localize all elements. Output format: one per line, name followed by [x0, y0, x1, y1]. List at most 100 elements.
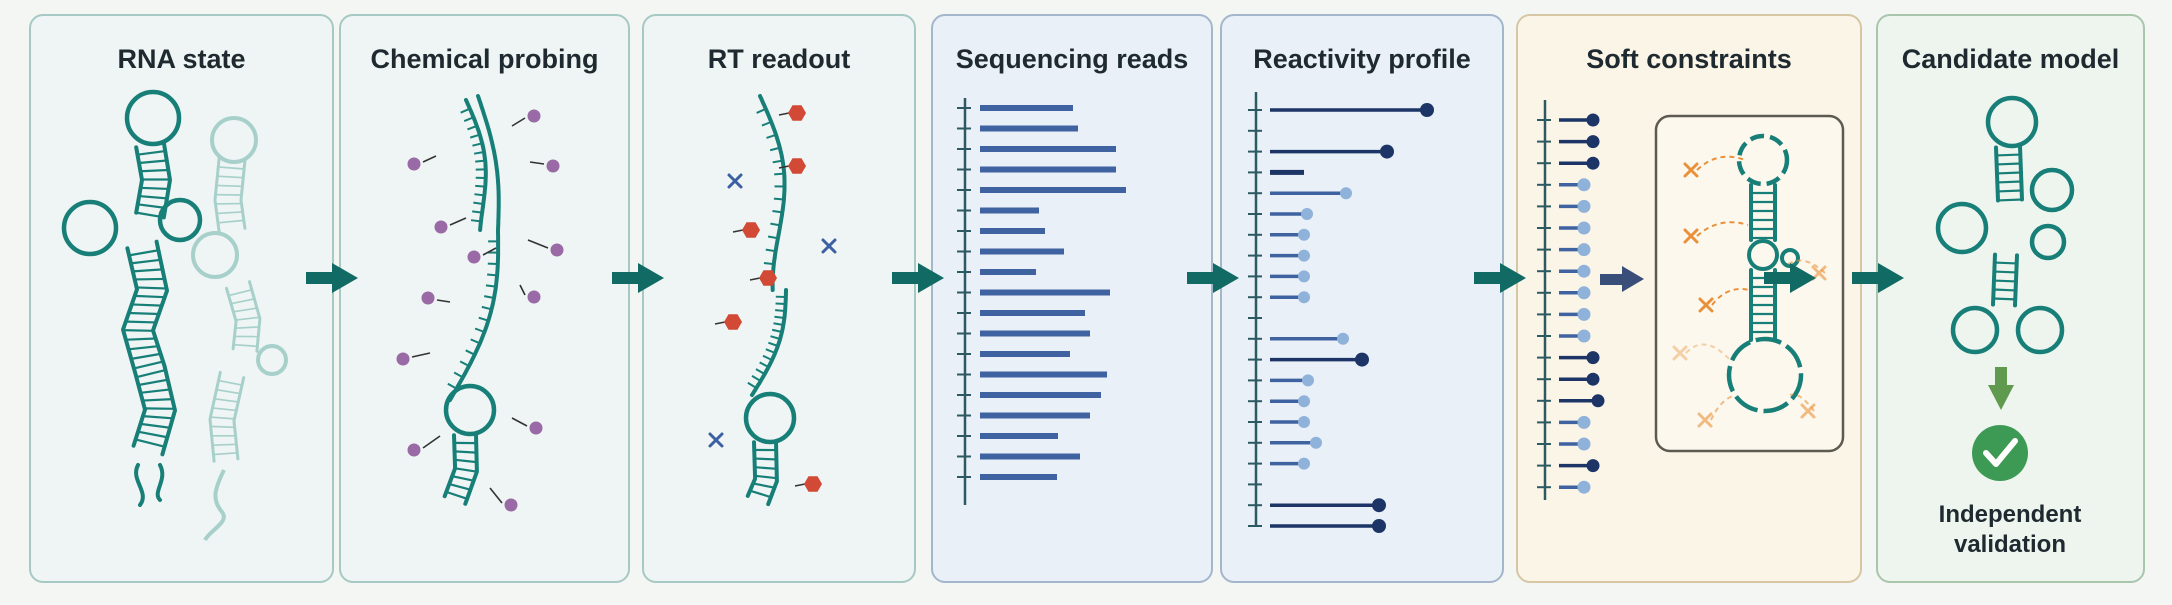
adduct-link — [794, 483, 806, 487]
reactivity-marker — [1302, 374, 1314, 387]
nucleotide-tick — [756, 108, 767, 114]
helix-top-base-pair — [139, 194, 168, 200]
nucleotide-tick — [747, 381, 757, 389]
probe-arrow — [449, 217, 467, 226]
adduct-link — [732, 229, 744, 233]
nucleotide-tick — [751, 375, 762, 382]
helix-main-base-pair — [131, 352, 161, 360]
constraint-marker — [1577, 221, 1591, 235]
constraint-marker — [1586, 135, 1600, 149]
sequencing-read-bar — [980, 474, 1057, 480]
panel-title: RT readout — [707, 44, 851, 74]
nucleotide-tick — [766, 133, 777, 139]
probe-molecule — [407, 157, 421, 171]
ghost-helix-mid-base-pair — [233, 307, 258, 313]
helix-main-base-pair — [142, 398, 173, 402]
left-bulge-loop — [61, 199, 119, 257]
probe-molecule — [421, 291, 435, 305]
soft-constraints-illustration — [1537, 100, 1845, 500]
ghost-helix-low-base-pair — [218, 379, 243, 386]
adduct-marker — [742, 222, 760, 238]
probe-arrow — [519, 284, 526, 296]
constraint-cross-group — [1811, 265, 1827, 281]
ghost-helix-low-base-pair — [212, 407, 237, 412]
reactivity-marker — [1298, 249, 1310, 262]
nucleotide-tick — [769, 146, 781, 152]
panel-rna-state: RNA state — [29, 14, 334, 583]
rt-stop-mark — [821, 238, 837, 254]
strand-middle — [448, 228, 501, 402]
panel-rt-readout: RT readout — [642, 14, 916, 583]
reactivity-marker — [1340, 187, 1352, 200]
reactivity-marker — [1310, 436, 1322, 449]
sequencing-read-bar — [980, 330, 1090, 337]
constraint-cross-group — [1672, 345, 1688, 361]
helix-main-base-pair — [135, 438, 165, 448]
helix-top-strand-a — [134, 145, 144, 215]
ghost-helix-low-strand-b — [232, 376, 246, 461]
constraint-cross — [1672, 345, 1688, 361]
flow-arrow-head — [638, 263, 664, 293]
sequencing-read-bar — [980, 392, 1101, 398]
sequencing-read-bar — [980, 453, 1080, 460]
probe-arrow — [436, 299, 451, 303]
helix-top-base-pair — [140, 186, 169, 191]
rt-hairpin-stem-base-pair — [754, 457, 777, 461]
rt-hairpin-stem-base-pair — [754, 474, 777, 480]
probe-molecule — [407, 443, 421, 457]
ghost-helix-top-strand-b — [239, 159, 247, 230]
probe-arrow — [527, 239, 549, 249]
nucleotide-tick — [481, 305, 492, 311]
model-helix-top-strand-a — [1994, 145, 2000, 203]
model-bottom-left-loop — [1950, 305, 2000, 355]
helix-main-base-pair — [137, 430, 168, 439]
nucleotide-tick — [762, 354, 773, 361]
sequencing-read-bar — [980, 412, 1090, 419]
helix-main-base-pair — [131, 303, 162, 307]
hairpin-stem-base-pair — [445, 490, 468, 500]
nucleotide-tick — [759, 361, 769, 368]
nucleotide-tick — [770, 335, 781, 340]
nucleotide-tick — [484, 295, 495, 299]
helix-main-base-pair — [128, 249, 159, 257]
helix-top-base-pair — [140, 168, 169, 173]
rt-hairpin-stem-strand-b — [766, 439, 779, 507]
flow-arrows — [306, 263, 1904, 293]
adduct-marker — [788, 158, 806, 174]
helix-top-base-pair — [138, 159, 167, 165]
nucleotide-tick — [474, 193, 485, 197]
constraint-marker — [1577, 286, 1591, 300]
nucleotide-tick — [771, 328, 783, 333]
nucleotide-tick — [767, 235, 779, 240]
nucleotide-tick — [768, 341, 779, 347]
helix-main-base-pair — [136, 286, 167, 290]
nucleotide-tick — [465, 349, 476, 356]
adduct-link — [714, 321, 726, 325]
model-helix-low-base-pair — [1993, 288, 2016, 292]
helix-main-base-pair — [134, 294, 165, 299]
nucleotide-tick — [470, 338, 481, 345]
constraint-marker — [1586, 351, 1600, 365]
nucleotide-tick — [475, 159, 486, 163]
reactivity-profile-illustration — [1248, 92, 1434, 533]
probe-molecule — [546, 159, 560, 173]
sequencing-read-bar — [980, 371, 1107, 378]
model-helix-low-base-pair — [1994, 270, 2017, 274]
ghost-helix-mid-base-pair — [228, 289, 253, 297]
flow-arrow-head — [1500, 263, 1526, 293]
ghost-helix-top-base-pair — [217, 175, 244, 179]
hairpin-stem-base-pair — [454, 467, 478, 473]
nucleotide-tick — [447, 382, 458, 390]
helix-main-base-pair — [138, 378, 168, 387]
flow-arrow-shaft — [892, 272, 920, 284]
hairpin-loop — [443, 383, 497, 437]
ghost-helix-top-strand-a — [213, 157, 221, 234]
ghost-tail — [203, 469, 226, 542]
panel-title: Reactivity profile — [1253, 44, 1471, 74]
nucleotide-tick — [755, 368, 766, 375]
helix-main-base-pair — [130, 258, 161, 265]
sequencing-read-bar — [980, 351, 1070, 357]
constraint-link — [1685, 343, 1731, 361]
dashed-hairpin-loop — [1736, 133, 1790, 187]
helix-main-base-pair — [125, 320, 156, 324]
